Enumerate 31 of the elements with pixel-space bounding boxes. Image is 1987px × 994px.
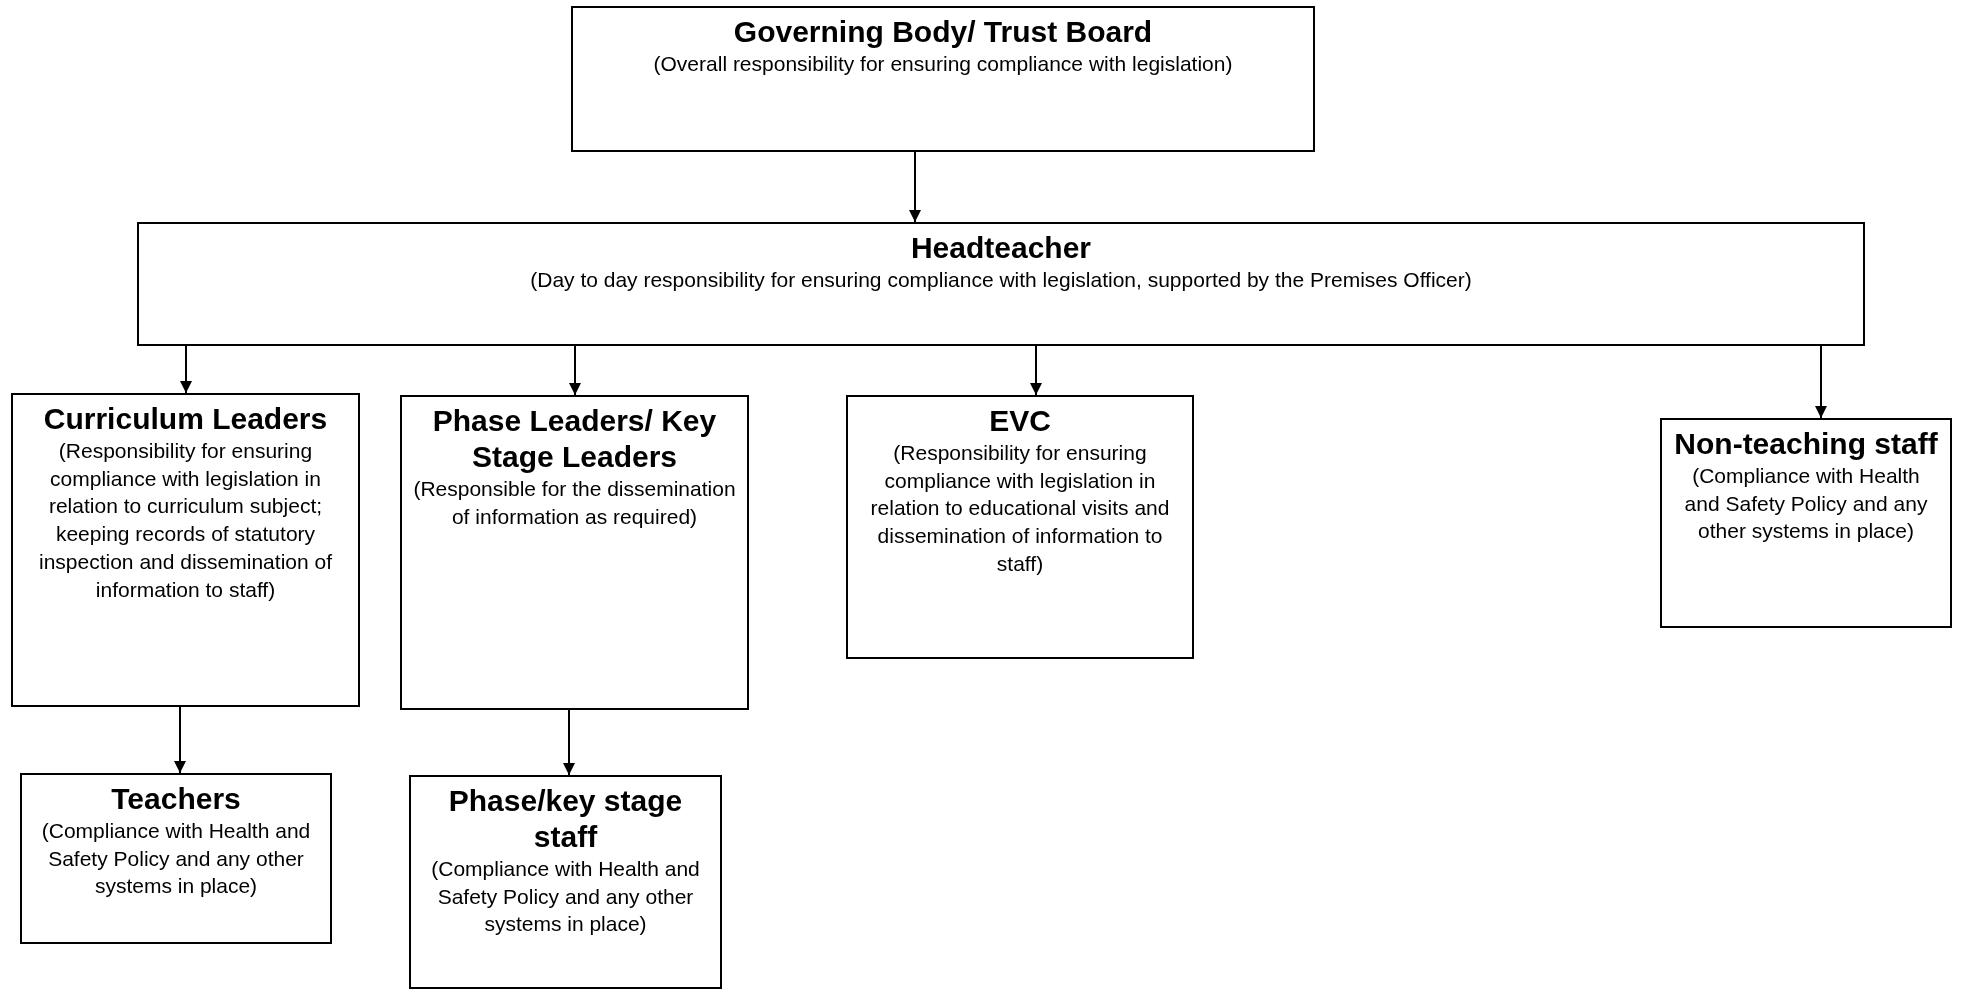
role-box bbox=[20, 773, 332, 944]
role-box bbox=[846, 395, 1194, 659]
role-box bbox=[1660, 418, 1952, 628]
role-title: Governing Body/ Trust Board bbox=[732, 14, 1154, 50]
role-description: (Compliance with Health and Safety Policy and any other systems in place) bbox=[1683, 463, 1929, 545]
role-title: Headteacher bbox=[909, 230, 1093, 266]
role-description: (Responsibility for ensuring compliance with legislation in relation to curriculum subject; keeping records of statutory inspection and dissemination of information to staff) bbox=[38, 438, 333, 603]
role-title: Phase Leaders/ Key Stage Leaders bbox=[431, 403, 718, 475]
role-box bbox=[571, 6, 1315, 152]
role-description: (Responsible for the dissemination of information as required) bbox=[412, 476, 737, 530]
role-description: (Compliance with Health and Safety Policy and any other systems in place) bbox=[40, 818, 312, 900]
role-description: (Day to day responsibility for ensuring compliance with legislation, supported by the Premises Officer) bbox=[529, 267, 1473, 293]
role-box bbox=[400, 395, 749, 710]
arrow bbox=[1030, 345, 1042, 396]
role-box bbox=[137, 222, 1865, 346]
arrow bbox=[909, 151, 921, 223]
arrow bbox=[180, 345, 192, 394]
role-box bbox=[409, 775, 722, 989]
arrow bbox=[569, 345, 581, 396]
role-title: Phase/key stage staff bbox=[447, 783, 684, 855]
role-title: Curriculum Leaders bbox=[42, 401, 329, 437]
role-box bbox=[11, 393, 360, 707]
role-title: Non-teaching staff bbox=[1673, 426, 1939, 462]
role-title: EVC bbox=[988, 403, 1052, 439]
role-description: (Overall responsibility for ensuring compliance with legislation) bbox=[652, 51, 1234, 77]
role-title: Teachers bbox=[110, 781, 242, 817]
arrow bbox=[563, 709, 575, 776]
arrow bbox=[174, 706, 186, 774]
arrow bbox=[1815, 345, 1827, 419]
role-description: (Compliance with Health and Safety Policy and any other systems in place) bbox=[430, 856, 701, 938]
role-description: (Responsibility for ensuring compliance with legislation in relation to educational visits and dissemination of information to staff) bbox=[869, 440, 1171, 577]
